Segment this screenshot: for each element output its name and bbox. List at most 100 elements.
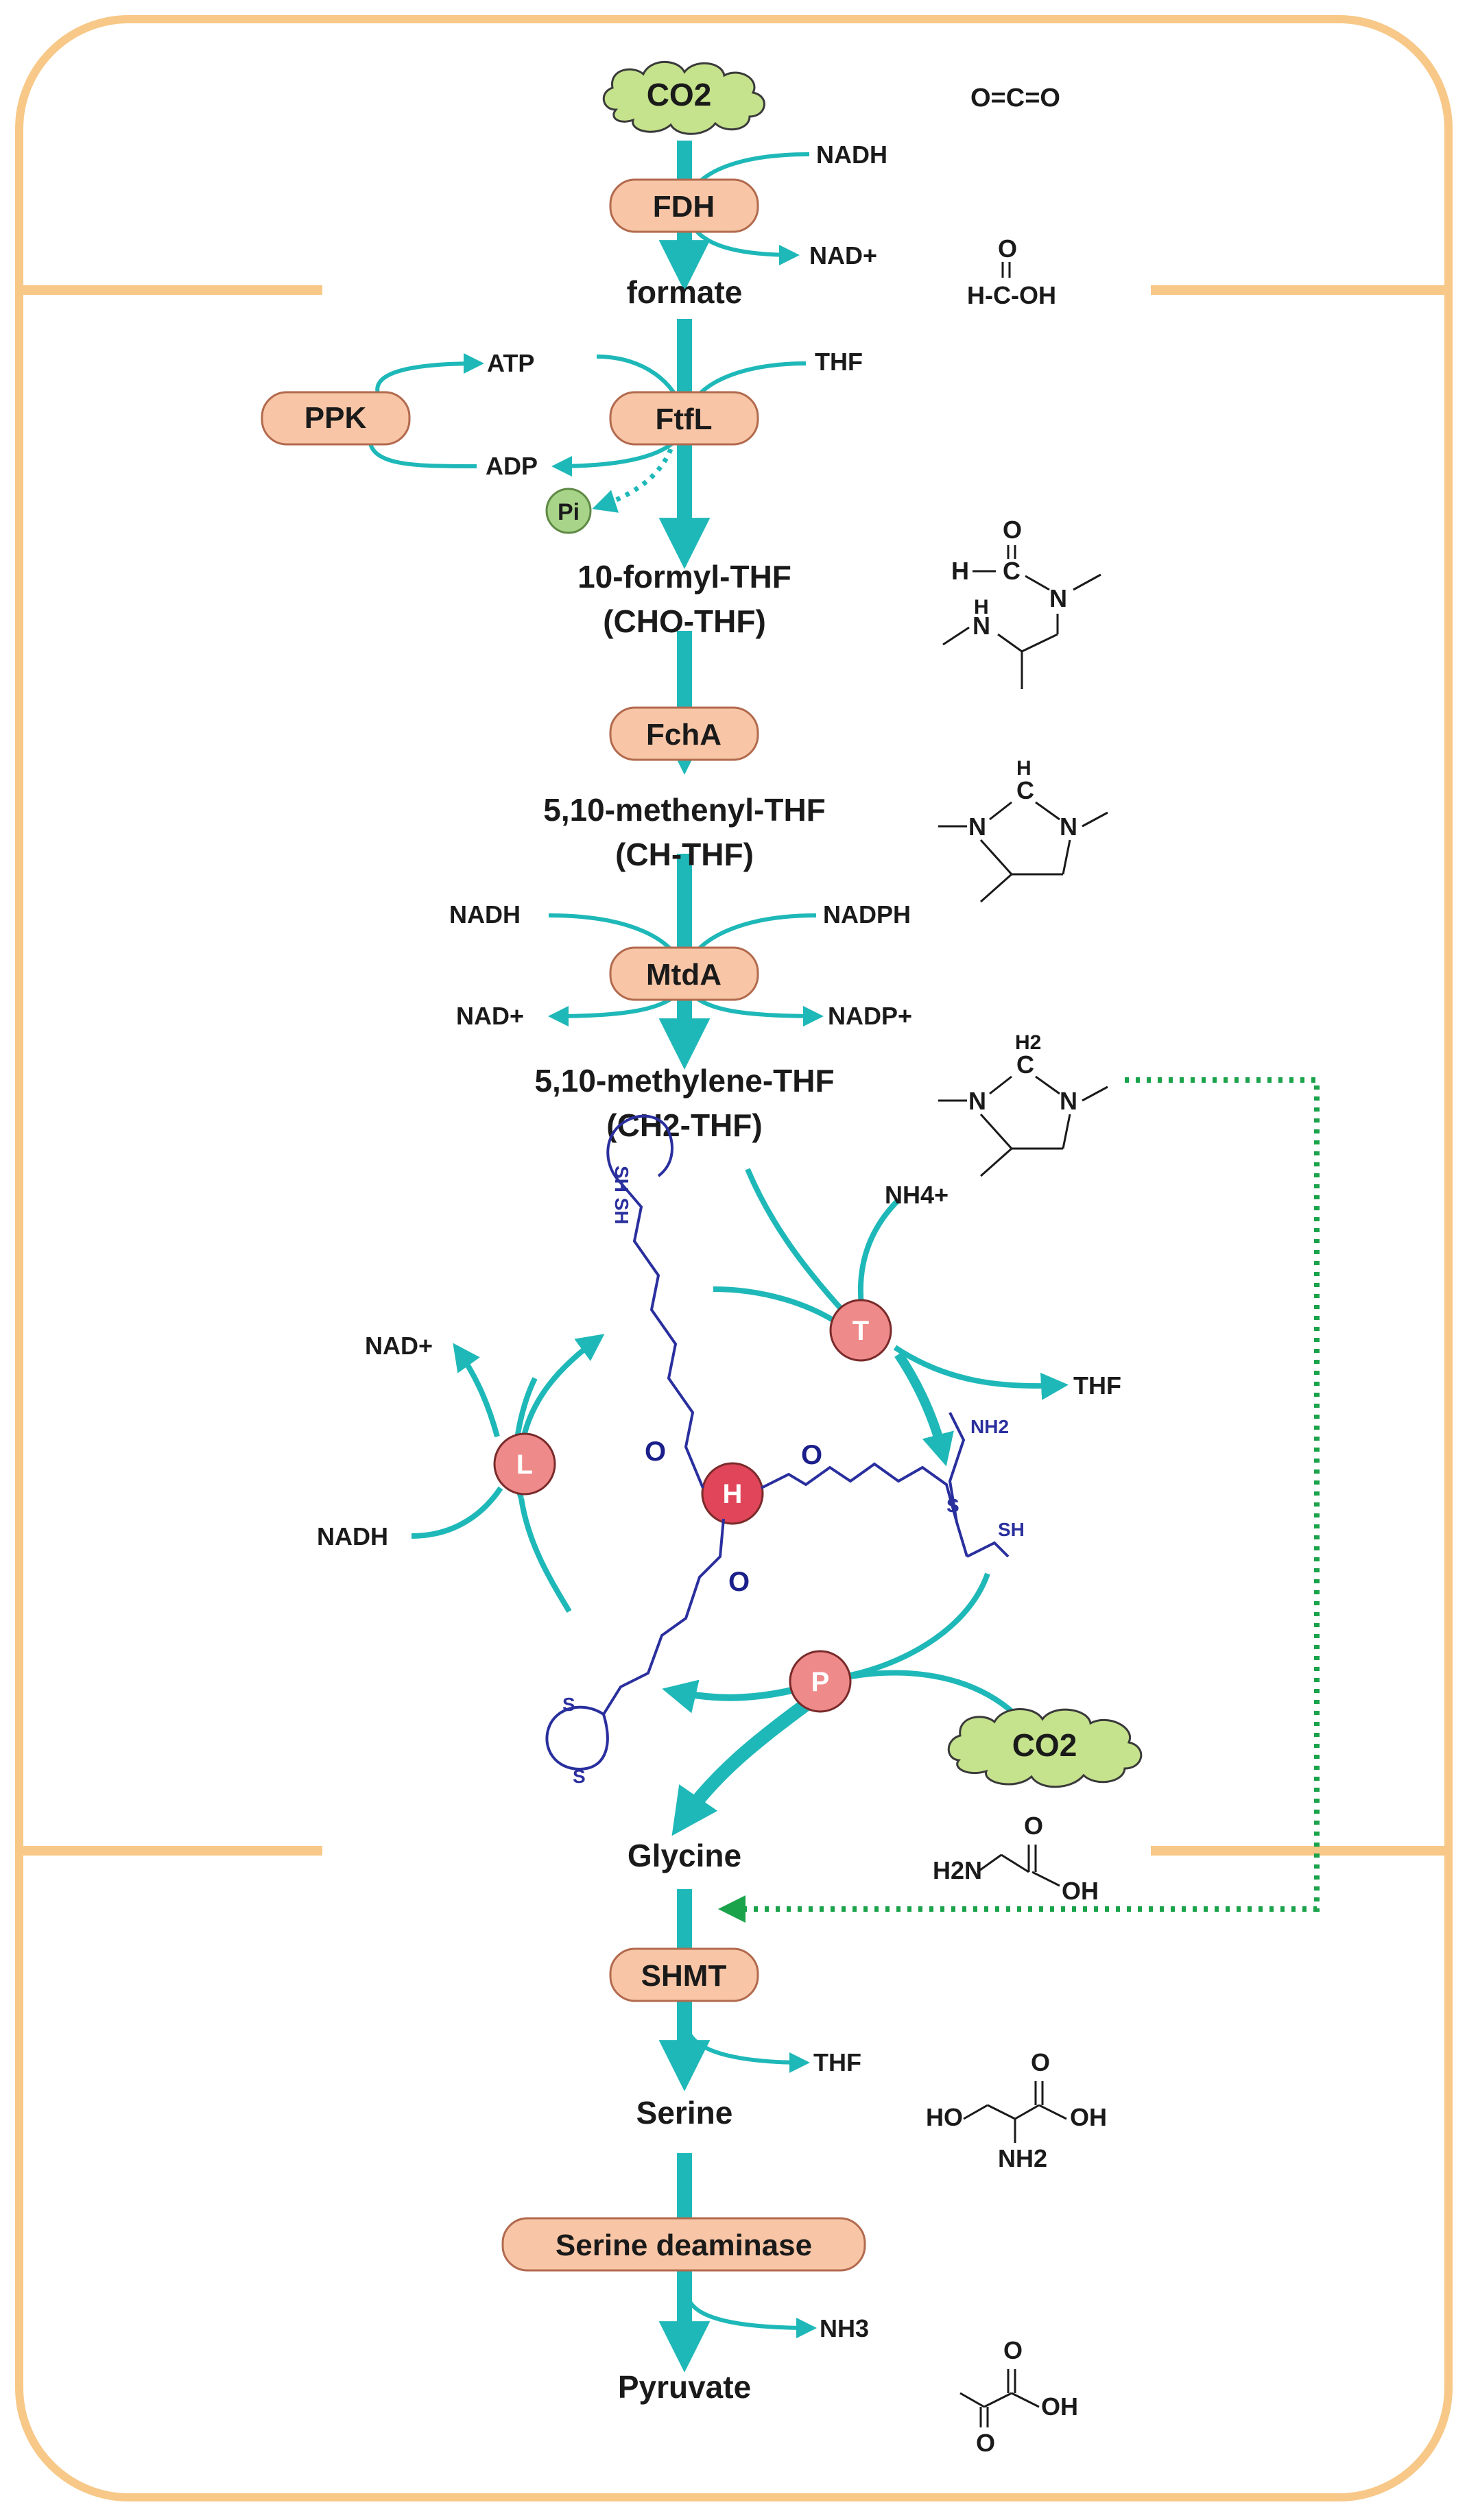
ppk-label: PPK [305, 401, 367, 435]
svg-text:N: N [968, 1087, 986, 1115]
co2-top-label: CO2 [647, 77, 712, 112]
serine-label: Serine [636, 2095, 733, 2131]
methenyl-thf-abbrev: (CH-THF) [615, 837, 754, 872]
svg-text:O: O [1031, 2048, 1050, 2076]
fdh-nadh-label: NADH [816, 141, 887, 169]
gcs-proteins: T L H P [493, 1299, 892, 1713]
lipoyl-ss-left: S [562, 1694, 575, 1715]
formyl-thf-label: 10-formyl-THF [577, 559, 791, 595]
svg-text:N: N [1049, 584, 1067, 612]
svg-text:N: N [1060, 813, 1077, 841]
serine-structure: HO O OH NH2 [926, 2048, 1107, 2172]
l-nadh-label: NADH [317, 1522, 388, 1550]
svg-text:OH: OH [1041, 2392, 1078, 2421]
nh3-label: NH3 [820, 2314, 869, 2342]
fcha-enzyme: FchA [609, 706, 759, 761]
mtda-nadh-label: NADH [449, 900, 521, 928]
formyl-thf-abbrev: (CHO-THF) [603, 603, 766, 639]
svg-text:OH: OH [1062, 1877, 1099, 1905]
cofactor-arrows [368, 152, 824, 2338]
lipoyl-arms [545, 1114, 1010, 1771]
pyruvate-structure: O O OH [959, 2336, 1078, 2457]
shmt-label: SHMT [641, 1959, 727, 1993]
co2-structure: O=C=O [970, 84, 1060, 112]
svg-text:C: C [1016, 1051, 1034, 1079]
svg-text:H2N: H2N [933, 1856, 982, 1884]
l-nad-label: NAD+ [365, 1332, 433, 1360]
glycine-label: Glycine [628, 1838, 741, 1873]
mtda-nad-label: NAD+ [456, 1002, 524, 1030]
mtda-nadp-label: NADP+ [828, 1002, 912, 1030]
ftfl-enzyme: FtfL [609, 391, 759, 446]
methylene-thf-abbrev: (CH2-THF) [606, 1107, 762, 1143]
mtda-enzyme: MtdA [609, 946, 759, 1001]
serine-deaminase-enzyme: Serine deaminase [501, 2217, 866, 2272]
svg-text:OH: OH [1070, 2103, 1107, 2131]
gcs-t-label: T [852, 1316, 869, 1346]
fcha-label: FchA [646, 718, 721, 752]
mtda-nadph-label: NADPH [823, 900, 911, 928]
formic-body: H-C-OH [967, 281, 1056, 309]
methylene-thf-label: 5,10-methylene-THF [534, 1063, 834, 1099]
svg-text:C: C [1016, 776, 1034, 804]
svg-text:NH2: NH2 [998, 2144, 1047, 2172]
serine-deaminase-label: Serine deaminase [556, 2229, 812, 2262]
lipoyl-o-bottom: O [728, 1567, 750, 1597]
co2-cloud-top: CO2 [602, 60, 765, 135]
lipoyl-o-left: O [645, 1437, 666, 1467]
glycine-structure: H2N O OH [933, 1812, 1099, 1905]
ch-thf-structure: N C H N [938, 757, 1108, 903]
ftfl-thf-label: THF [815, 348, 863, 376]
ftfl-label: FtfL [655, 403, 712, 436]
lipoyl-sh-sh: SH SH [611, 1166, 632, 1225]
lipoyl-s: S [946, 1495, 959, 1516]
shmt-enzyme: SHMT [609, 1947, 759, 2002]
ppk-enzyme: PPK [261, 391, 411, 446]
co2-p-label: CO2 [1012, 1727, 1077, 1763]
gcs-h-label: H [723, 1479, 743, 1509]
co2-cloud-p: CO2 [947, 1708, 1143, 1788]
svg-text:H: H [951, 557, 969, 585]
pi-label: Pi [558, 499, 580, 525]
svg-text:O: O [976, 2429, 995, 2457]
lipoyl-nh2: NH2 [970, 1416, 1009, 1437]
gcs-l-protein: L [493, 1432, 556, 1496]
t-thf-label: THF [1073, 1371, 1121, 1400]
adp-label: ADP [486, 452, 538, 480]
svg-text:C: C [1003, 557, 1021, 585]
fdh-enzyme: FDH [609, 178, 759, 233]
pi-bubble: Pi [545, 488, 592, 534]
formic-o: O [998, 235, 1017, 263]
lipoyl-sh: SH [998, 1519, 1025, 1540]
svg-text:N: N [1060, 1087, 1077, 1115]
svg-text:O: O [1024, 1812, 1043, 1840]
gcs-l-label: L [516, 1450, 533, 1480]
atp-label: ATP [487, 349, 534, 377]
gcs-h-protein: H [701, 1462, 764, 1525]
structures: O=C=O O H-C-OH H C O N N H [926, 84, 1108, 2457]
svg-text:O: O [1003, 2336, 1023, 2364]
fdh-nad-label: NAD+ [809, 241, 877, 269]
lipoyl-o-right: O [801, 1440, 822, 1470]
svg-text:O: O [1003, 516, 1022, 544]
cho-thf-structure: H C O N N H [942, 516, 1101, 689]
svg-text:H2: H2 [1015, 1031, 1041, 1054]
svg-text:N: N [968, 813, 986, 841]
gcs-p-label: P [811, 1667, 830, 1697]
nh4-label: NH4+ [885, 1181, 949, 1209]
shmt-thf-label: THF [813, 2048, 861, 2076]
ch2-thf-structure: N C H2 N [938, 1031, 1108, 1177]
cell-border [15, 15, 1453, 2501]
recycle-arrow [718, 1077, 1320, 1923]
svg-text:H: H [1016, 757, 1031, 780]
mtda-label: MtdA [646, 958, 721, 992]
svg-text:N: N [973, 612, 990, 640]
fdh-label: FDH [653, 190, 715, 224]
svg-text:H: H [974, 596, 989, 619]
pyruvate-label: Pyruvate [618, 2369, 751, 2405]
lipoyl-labels: SH SH NH2 S SH S S O O O [562, 1166, 1025, 1787]
formate-label: formate [627, 274, 743, 310]
svg-text:HO: HO [926, 2103, 963, 2131]
lipoyl-ss-right: S [573, 1766, 586, 1787]
